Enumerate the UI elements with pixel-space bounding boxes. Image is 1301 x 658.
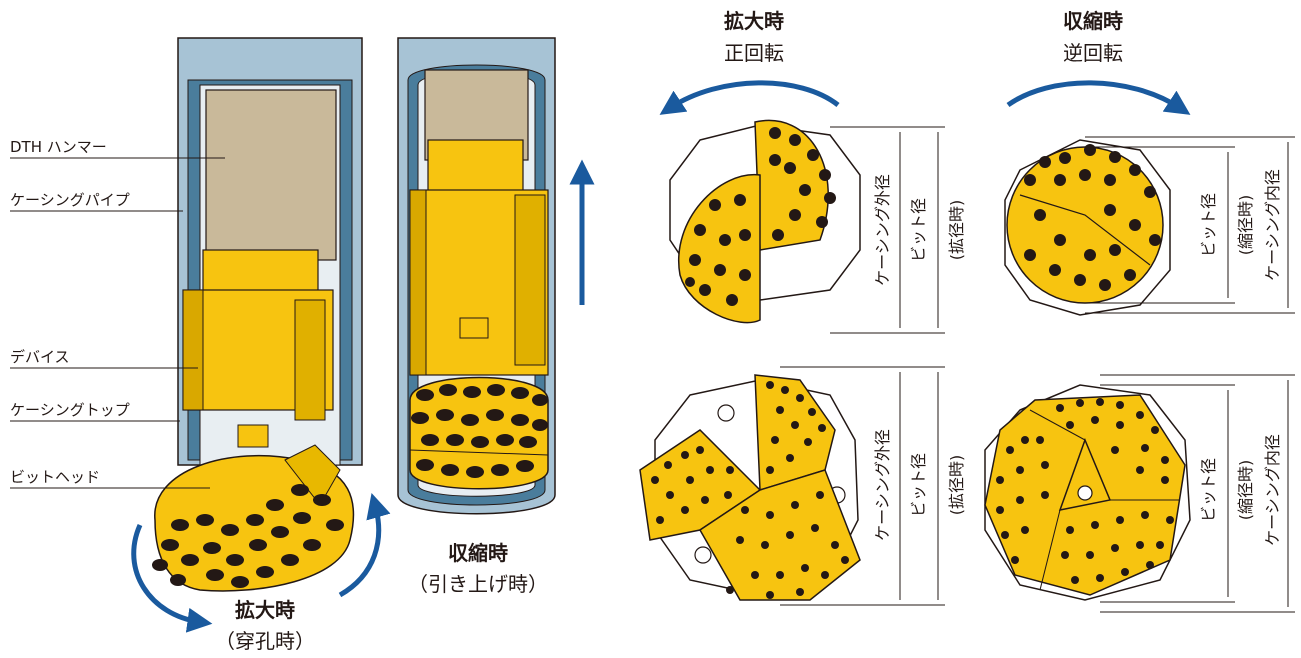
label-dth-hammer: DTH ハンマー bbox=[10, 138, 225, 159]
label-reduced-top: (縮径時) bbox=[1236, 195, 1255, 256]
rotation-arrow-ccw bbox=[659, 80, 840, 115]
caption-retract-lift-sub: （引き上げ時） bbox=[408, 572, 548, 596]
label-bit-head: ビットヘッド bbox=[10, 468, 210, 489]
caption-expand-drill-title: 拡大時 bbox=[235, 598, 295, 622]
label-casing-inner-bottom: ケーシング内径 bbox=[1263, 434, 1282, 546]
label-casing-outer-top: ケーシング外径 bbox=[873, 174, 892, 286]
label-casing-inner-top: ケーシング内径 bbox=[1263, 169, 1282, 281]
rotation-arrow-cw bbox=[1006, 80, 1191, 115]
bit-bottom-expanded bbox=[639, 374, 861, 601]
caption-expand-sub: 正回転 bbox=[724, 41, 784, 65]
bit-top-retracted bbox=[1004, 139, 1171, 316]
label-bit-diameter-bottom-exp: ビット径 bbox=[909, 453, 928, 517]
dim-bottom-retracted bbox=[1100, 374, 1295, 613]
caption-retract-sub: 逆回転 bbox=[1063, 41, 1123, 65]
svg-text:ケーシングトップ: ケーシングトップ bbox=[10, 401, 130, 419]
dim-top-expanded bbox=[830, 126, 945, 334]
dth-hammer-left bbox=[205, 89, 337, 261]
label-casing-top: ケーシングトップ bbox=[10, 401, 180, 422]
caption-expand-drill-sub: （穿孔時） bbox=[215, 629, 315, 653]
label-casing-pipe: ケーシングパイプ bbox=[10, 191, 183, 212]
label-bit-diameter-bottom-ret: ビット径 bbox=[1199, 458, 1218, 522]
rotation-arrow-left bbox=[131, 523, 213, 633]
label-expanded-top: (拡径時) bbox=[947, 200, 966, 261]
label-bit-diameter-top-exp: ビット径 bbox=[909, 198, 928, 262]
device-left bbox=[182, 249, 334, 448]
label-device: デバイス bbox=[10, 348, 198, 369]
device-middle bbox=[409, 139, 549, 376]
svg-text:ビットヘッド: ビットヘッド bbox=[10, 468, 100, 486]
caption-expand-title: 拡大時 bbox=[724, 9, 784, 33]
bit-top-expanded bbox=[669, 119, 861, 324]
bit-head-middle bbox=[409, 376, 549, 490]
label-bit-diameter-top-ret: ビット径 bbox=[1199, 193, 1218, 257]
svg-text:DTH ハンマー: DTH ハンマー bbox=[10, 138, 107, 156]
svg-text:デバイス: デバイス bbox=[10, 348, 70, 366]
bit-head-left bbox=[152, 444, 355, 592]
label-casing-outer-bottom: ケーシング外径 bbox=[873, 429, 892, 541]
caption-retract-title: 収縮時 bbox=[1063, 9, 1123, 33]
caption-retract-lift-title: 収縮時 bbox=[448, 541, 508, 565]
label-expanded-bottom: (拡径時) bbox=[947, 455, 966, 516]
bit-bottom-retracted bbox=[984, 384, 1191, 601]
svg-text:ケーシングパイプ: ケーシングパイプ bbox=[10, 191, 130, 209]
dim-top-retracted bbox=[1085, 136, 1295, 314]
rotation-arrow-right bbox=[338, 492, 391, 598]
dim-bottom-expanded bbox=[780, 366, 945, 606]
label-reduced-bottom: (縮径時) bbox=[1236, 460, 1255, 521]
